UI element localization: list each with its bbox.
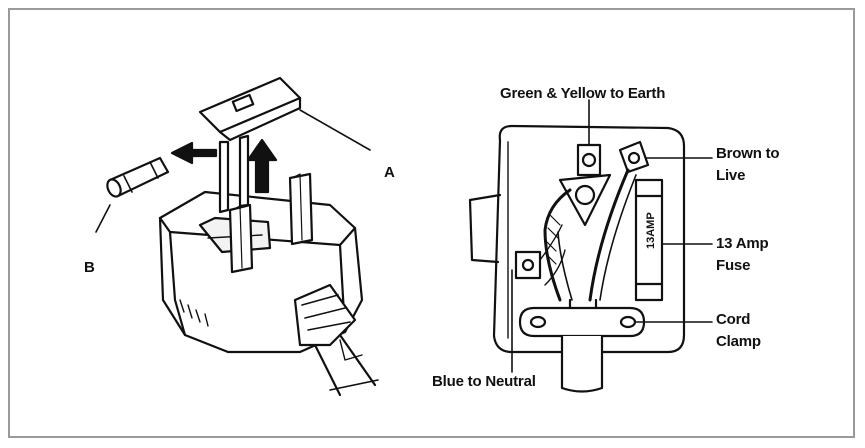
plug-exterior-illustration (95, 76, 379, 397)
neutral-label: Blue to Neutral (432, 373, 536, 390)
label-b: B (84, 259, 95, 276)
fuse-label-line2: Fuse (716, 257, 751, 274)
plug-interior-illustration (468, 99, 713, 393)
live-label-line1: Brown to (716, 145, 780, 162)
live-label-line2: Live (716, 167, 746, 184)
earth-label: Green & Yellow to Earth (500, 85, 666, 102)
diagram-frame (8, 8, 855, 438)
clamp-label-line1: Cord (716, 311, 751, 328)
clamp-label-line2: Clamp (716, 333, 761, 350)
fuse-marking: 13AMP (645, 212, 657, 249)
fuse-label-line1: 13 Amp (716, 235, 769, 252)
label-a: A (384, 164, 395, 181)
